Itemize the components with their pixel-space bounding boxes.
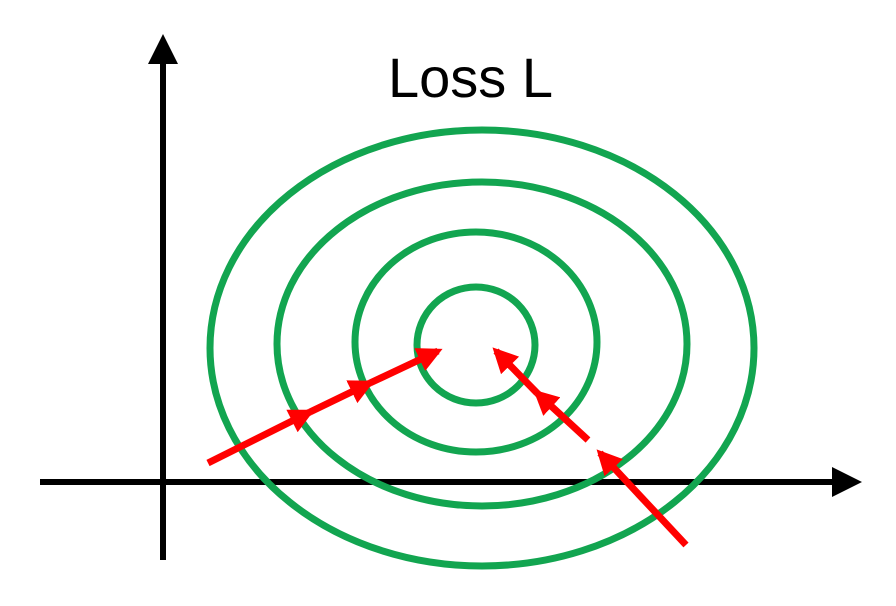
path-right-step-1 — [596, 449, 689, 548]
diagram-title: Loss L — [388, 46, 553, 109]
path-right-step-2 — [533, 389, 591, 443]
contour-third — [273, 178, 691, 510]
gradient-path-left — [206, 347, 443, 467]
path-left-step-1 — [206, 408, 315, 467]
contour-second — [351, 228, 601, 456]
path-right-step-3 — [492, 347, 540, 396]
contour-outer — [206, 126, 758, 570]
contour-group — [206, 126, 758, 570]
gradient-path-right — [492, 347, 689, 548]
path-left-step-2 — [308, 379, 375, 416]
path-left-step-3 — [368, 347, 443, 387]
contour-inner — [413, 283, 539, 407]
